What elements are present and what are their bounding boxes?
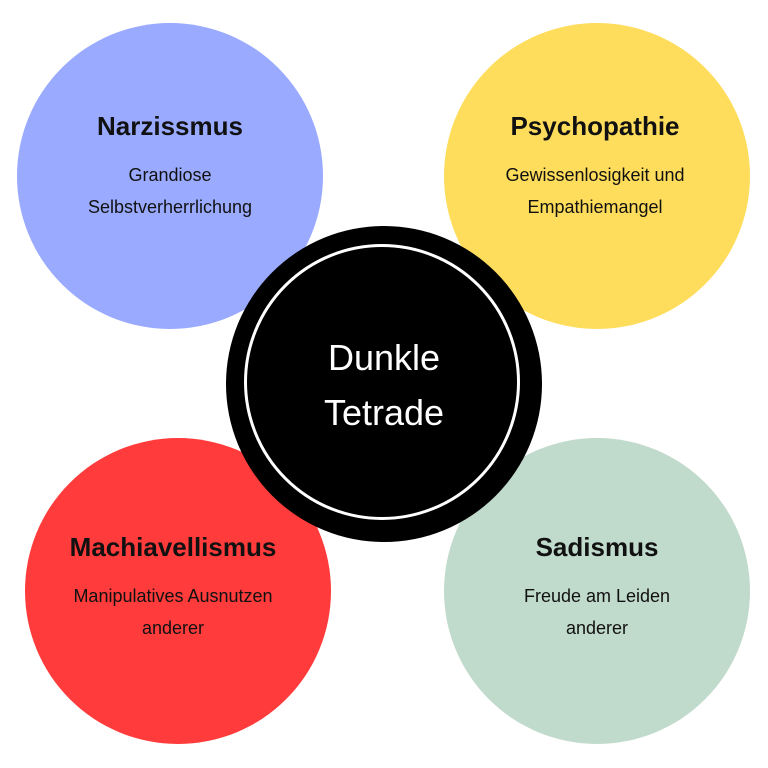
trait-description-line: Gewissenlosigkeit und bbox=[505, 165, 685, 185]
trait-description: Manipulatives Ausnutzen anderer bbox=[15, 580, 331, 644]
trait-title: Narzissmus bbox=[97, 111, 243, 141]
trait-description: Freude am Leiden anderer bbox=[444, 580, 750, 644]
trait-description-line: Freude am Leiden bbox=[523, 586, 671, 606]
trait-description-line: anderer bbox=[565, 618, 629, 638]
trait-title: Psychopathie bbox=[510, 111, 680, 141]
trait-title: Sadismus bbox=[535, 532, 659, 562]
trait-description-line: Selbstverherrlichung bbox=[87, 197, 253, 217]
center-ring bbox=[244, 244, 520, 520]
trait-description: Grandiose Selbstverherrlichung bbox=[17, 159, 323, 223]
trait-description-line: Grandiose bbox=[128, 165, 212, 185]
trait-description: Gewissenlosigkeit und Empathiemangel bbox=[440, 159, 750, 223]
trait-circle-machiavellismus: Machiavellismus Manipulatives Ausnutzen … bbox=[25, 438, 331, 744]
center-label-line: Dunkle bbox=[327, 337, 441, 378]
trait-title: Machiavellismus bbox=[69, 532, 277, 562]
center-label-line: Tetrade bbox=[323, 392, 445, 433]
trait-description-line: Manipulatives Ausnutzen bbox=[73, 586, 273, 606]
center-label: Dunkle Tetrade bbox=[226, 330, 542, 440]
trait-description-line: Empathiemangel bbox=[527, 197, 663, 217]
center-circle: Dunkle Tetrade bbox=[226, 226, 542, 542]
trait-circle-narzissmus: Narzissmus Grandiose Selbstverherrlichun… bbox=[17, 23, 323, 329]
trait-description-line: anderer bbox=[141, 618, 205, 638]
